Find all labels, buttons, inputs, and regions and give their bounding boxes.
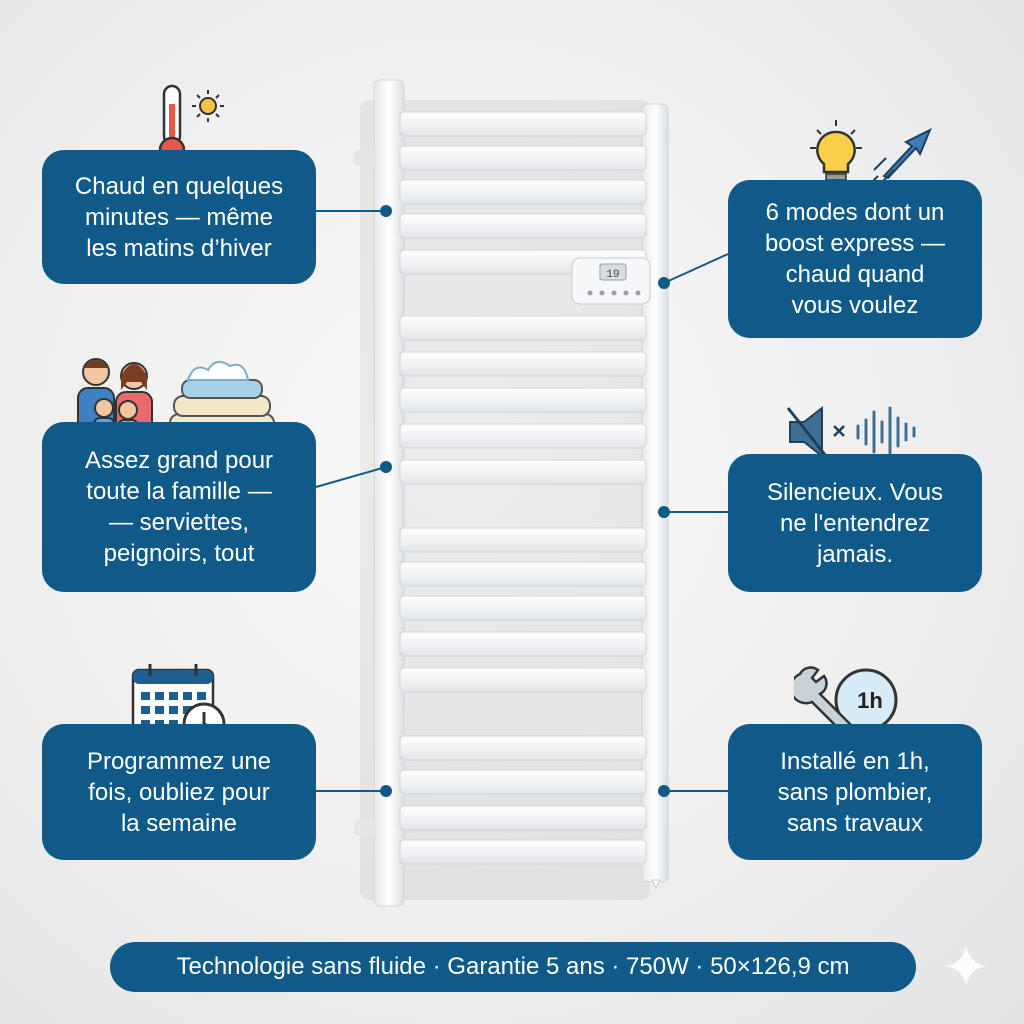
callout-modes-line: 6 modes dont un	[765, 199, 945, 226]
callout-install-line: Installé en 1h,	[780, 747, 930, 775]
callout-warm-line: Chaud en quelques	[74, 172, 284, 200]
radiator-bar	[399, 769, 647, 795]
callout-install-line: sans travaux	[786, 809, 924, 837]
callout-install: Installé en 1h, sans plombier, sans trav…	[728, 724, 982, 860]
callout-silent-line: jamais.	[816, 540, 893, 568]
callout-family-line: toute la famille —	[86, 478, 272, 505]
radiator-bar	[399, 213, 647, 239]
callout-family-line: peignoirs, tout	[103, 540, 255, 567]
family-towels-icon	[77, 358, 275, 438]
callout-family-line: Assez grand pour	[84, 447, 274, 474]
radiator-bar	[399, 735, 647, 761]
callout-silent-line: Silencieux. Vous	[766, 478, 944, 506]
callout-silent: Silencieux. Vous ne l'entendrez jamais.	[728, 454, 982, 592]
callout-warm-line: les matins d’hiver	[86, 234, 272, 262]
radiator-bar	[399, 423, 647, 449]
radiator-bar	[399, 667, 647, 693]
radiator-bar	[399, 561, 647, 587]
callout-program-line: la semaine	[120, 809, 238, 837]
callout-modes-line: vous voulez	[791, 292, 919, 319]
callout-program: Programmez une fois, oubliez pour la sem…	[42, 724, 316, 860]
radiator-bar	[399, 179, 647, 205]
radiator-bar	[399, 315, 647, 341]
sparkle-icon	[946, 946, 986, 986]
radiator-bar	[399, 595, 647, 621]
callout-program-line: Programmez une	[86, 747, 272, 775]
radiator-bar	[399, 145, 647, 171]
callout-install-line: sans plombier,	[777, 778, 933, 806]
callout-program-line: fois, oubliez pour	[88, 778, 270, 806]
callout-silent-line: ne l'entendrez	[779, 509, 930, 537]
callout-family: Assez grand pour toute la famille — — se…	[42, 422, 316, 592]
left-rail	[373, 79, 405, 907]
thermostat-controller: 19	[571, 257, 651, 305]
install-clock-label: 1h	[857, 688, 883, 713]
muted-speaker-icon	[786, 405, 916, 459]
callout-warm: Chaud en quelques minutes — même les mat…	[42, 150, 316, 284]
radiator-bar	[399, 805, 647, 831]
radiator-bar	[399, 839, 647, 865]
controller-display: 19	[606, 269, 619, 281]
callout-modes-line: boost express —	[764, 230, 946, 257]
callout-modes-line: chaud quand	[785, 261, 925, 288]
radiator-bar	[399, 351, 647, 377]
callout-modes: 6 modes dont un boost express — chaud qu…	[728, 180, 982, 338]
radiator-bar	[399, 459, 647, 485]
radiator-bar	[399, 111, 647, 137]
radiator-bar	[399, 387, 647, 413]
spec-footer-text: Technologie sans fluide · Garantie 5 ans…	[176, 953, 850, 980]
callout-family-line: — serviettes,	[108, 509, 250, 536]
callout-warm-line: minutes — même	[84, 203, 274, 231]
spec-footer: Technologie sans fluide · Garantie 5 ans…	[110, 942, 916, 992]
radiator-bar	[399, 631, 647, 657]
radiator-bar	[399, 527, 647, 553]
